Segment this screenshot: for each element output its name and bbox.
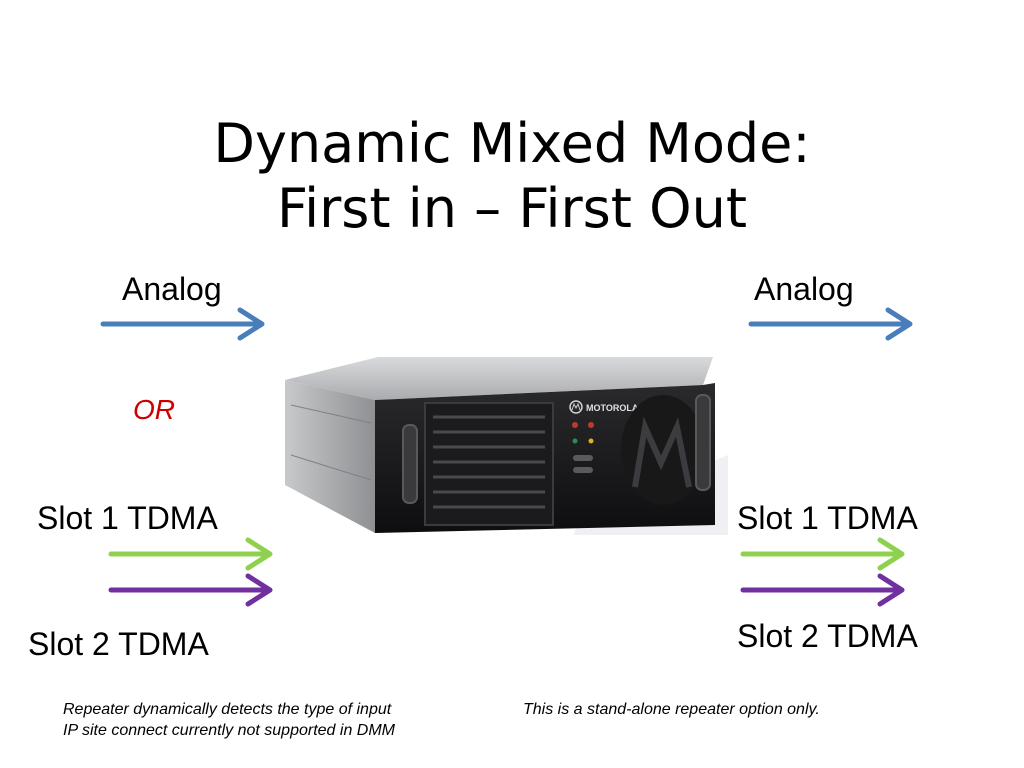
title-line-1: Dynamic Mixed Mode: [213, 112, 811, 175]
note-right: This is a stand-alone repeater option on… [523, 701, 820, 718]
left-analog-arrow-icon [100, 307, 265, 341]
right-slot2-arrow-icon [740, 573, 905, 607]
right-slot2-label: Slot 2 TDMA [737, 618, 918, 654]
right-analog-label: Analog [754, 271, 854, 307]
slide-title: Dynamic Mixed Mode: First in – First Out [0, 112, 1024, 242]
repeater-device-image: MOTOROLA [285, 357, 728, 535]
right-analog-arrow-icon [748, 307, 913, 341]
or-label: OR [133, 394, 175, 425]
motorola-logo-icon [569, 400, 583, 414]
left-slot2-label: Slot 2 TDMA [28, 626, 209, 662]
left-analog-label: Analog [122, 271, 222, 307]
note-line-1: Repeater dynamically detects the type of… [63, 701, 392, 718]
right-slot1-label: Slot 1 TDMA [737, 500, 918, 536]
note-line-2: IP site connect currently not supported … [63, 722, 395, 739]
left-slot1-arrow-icon [108, 537, 273, 571]
left-slot2-arrow-icon [108, 573, 273, 607]
right-slot1-arrow-icon [740, 537, 905, 571]
left-slot1-label: Slot 1 TDMA [37, 500, 218, 536]
title-line-2: First in – First Out [276, 176, 748, 240]
device-brand-text: MOTOROLA [586, 403, 639, 413]
